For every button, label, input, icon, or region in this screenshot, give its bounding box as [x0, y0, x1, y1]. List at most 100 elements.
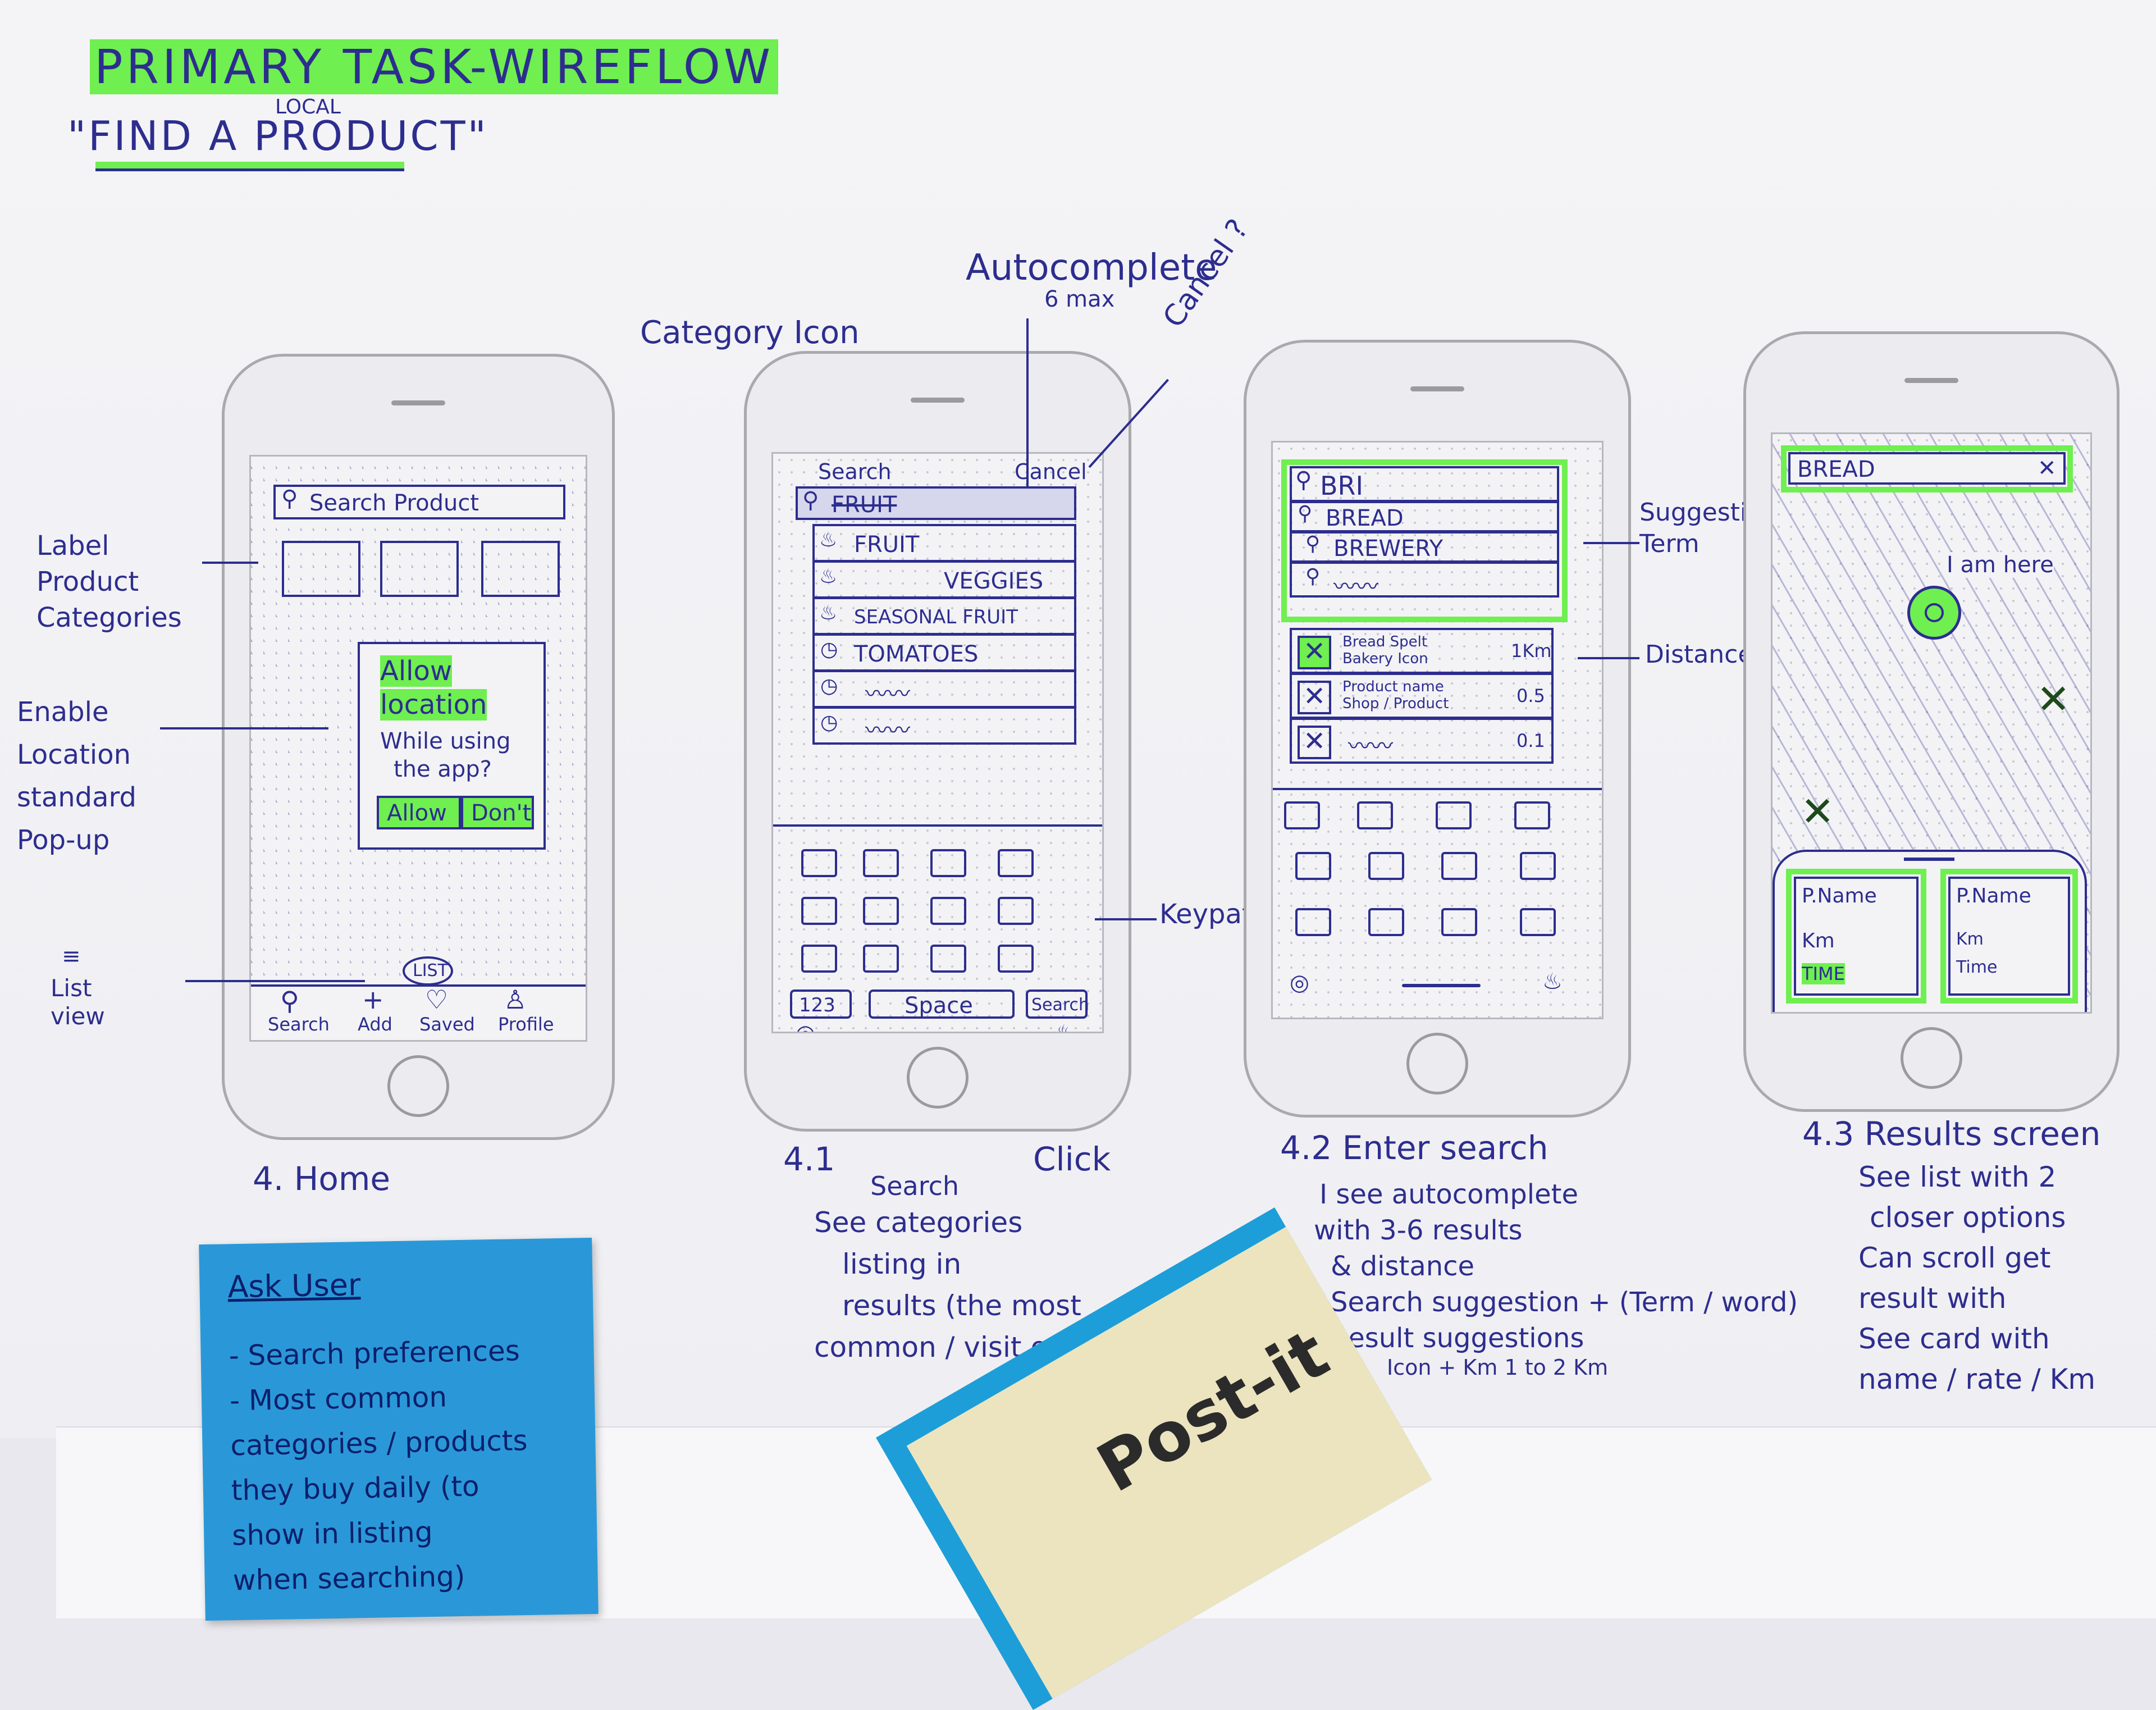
popup-allow-button[interactable]: Allow	[377, 796, 461, 829]
keyboard-key[interactable]	[1284, 801, 1320, 829]
scribble: 〰〰	[1348, 733, 1393, 759]
caption-click-search-line2: Search	[870, 1171, 960, 1201]
bullet-item: with 3-6 results	[1314, 1215, 1523, 1246]
list-item[interactable]: ♨ FRUIT	[812, 524, 1076, 562]
keyboard-key[interactable]	[930, 849, 966, 877]
annotation-suggestion-term: Suggestion Term	[1639, 498, 1778, 558]
keyboard-key[interactable]	[1441, 908, 1477, 936]
result-card-inner: P.Name Km Time	[1948, 877, 2070, 996]
phone-results: BREAD ✕ I am here ✕ ✕ P.Name Km TIME P.N…	[1743, 331, 2120, 1112]
keyboard-key[interactable]	[1520, 908, 1556, 936]
search-input[interactable]: BREAD ✕	[1788, 452, 2066, 485]
keyboard-key[interactable]	[801, 945, 837, 973]
title-task: "FIND A PRODUCT"	[67, 112, 488, 159]
category-tile-1[interactable]	[282, 541, 360, 597]
bullet-item: listing in	[842, 1248, 962, 1280]
search-bar[interactable]: ⚲ Search Product	[273, 485, 565, 519]
result-row[interactable]: ✕ 〰〰 0.1	[1290, 718, 1554, 764]
leaf-icon: ♨	[819, 565, 838, 588]
map-marker[interactable]: ✕	[1801, 788, 1835, 835]
screen-click-search: Search Cancel ⚲ FRUIT ♨ FRUIT ♨ VEGGIES …	[771, 452, 1104, 1033]
list-item[interactable]: ♨ SEASONAL FRUIT	[812, 597, 1076, 635]
category-tile-3[interactable]	[481, 541, 560, 597]
suggestion-item[interactable]: ⚲ BREWERY	[1290, 531, 1559, 563]
search-typed-text: BRI	[1320, 471, 1364, 501]
popup-line-3: While using	[380, 728, 511, 754]
bullet-item: & distance	[1331, 1251, 1475, 1282]
annotation-category-icon: Category Icon	[640, 314, 860, 351]
globe-icon[interactable]: ◎	[1290, 970, 1309, 996]
mic-icon[interactable]: ♨	[1542, 969, 1563, 995]
result-card[interactable]: P.Name Km TIME	[1786, 869, 1926, 1004]
list-item[interactable]: ◷ 〰〰	[812, 670, 1076, 708]
bullet-list: See list with 2 closer options Can scrol…	[1858, 1157, 2095, 1399]
key-numbers[interactable]: 123	[790, 989, 852, 1019]
scribble: 〰〰	[865, 718, 910, 744]
sheet-handle[interactable]	[1904, 858, 1954, 861]
keyboard-key[interactable]	[930, 945, 966, 973]
list-item[interactable]: ◷ 〰〰	[812, 706, 1076, 745]
bullet-item: See categories	[814, 1206, 1023, 1239]
annotation-arrow	[160, 727, 328, 729]
current-location-pin[interactable]	[1907, 586, 1961, 640]
keyboard-key[interactable]	[998, 945, 1034, 973]
list-view-button[interactable]: LIST	[403, 956, 453, 986]
keyboard-key[interactable]	[1295, 852, 1331, 880]
cancel-button[interactable]: Cancel	[1015, 459, 1087, 484]
keyboard-key[interactable]	[863, 849, 899, 877]
keyboard-key[interactable]	[1514, 801, 1550, 829]
keyboard-key[interactable]	[1357, 801, 1393, 829]
scribble: 〰〰	[865, 681, 910, 707]
sticky-line: when searching)	[232, 1559, 465, 1597]
category-tile-2[interactable]	[380, 541, 459, 597]
search-icon: ⚲	[1295, 467, 1312, 493]
home-button	[1406, 1033, 1468, 1095]
sticky-line: show in listing	[231, 1515, 433, 1552]
result-row[interactable]: ✕ Product name Shop / Product 0.5	[1290, 673, 1554, 719]
search-input[interactable]: ⚲ BRI	[1290, 466, 1559, 502]
bullet-item: Result suggestions	[1331, 1323, 1584, 1354]
home-button	[387, 1055, 449, 1117]
keyboard-key[interactable]	[1368, 908, 1404, 936]
list-item[interactable]: ◷ TOMATOES	[812, 633, 1076, 672]
search-input[interactable]: ⚲ FRUIT	[796, 486, 1076, 520]
caption-home: 4. Home	[253, 1160, 391, 1198]
keyboard-key[interactable]	[801, 849, 837, 877]
suggestion-item[interactable]: ⚲ BREAD	[1290, 501, 1559, 532]
mic-icon[interactable]: ♨	[1054, 1020, 1074, 1033]
keyboard-key[interactable]	[801, 897, 837, 925]
keyboard-key[interactable]	[863, 945, 899, 973]
leaf-icon: ♨	[819, 528, 838, 551]
clear-icon[interactable]: ✕	[2038, 455, 2057, 481]
image-placeholder-icon: ✕	[1303, 681, 1326, 712]
keyboard-key[interactable]	[1520, 852, 1556, 880]
keyboard-key[interactable]	[998, 897, 1034, 925]
suggestion-item[interactable]: ⚲ 〰〰	[1290, 562, 1559, 600]
card-name: P.Name	[1802, 884, 1877, 908]
keyboard-key[interactable]	[1368, 852, 1404, 880]
map-marker[interactable]: ✕	[2036, 676, 2071, 723]
keyboard-key[interactable]	[863, 897, 899, 925]
keyboard-key[interactable]	[998, 849, 1034, 877]
popup-line-2: location	[380, 689, 487, 721]
tab-profile-label: Profile	[498, 1014, 554, 1035]
search-icon: ⚲	[280, 986, 299, 1016]
keyboard-key[interactable]	[1295, 908, 1331, 936]
key-space[interactable]: Space	[869, 989, 1015, 1019]
bullet-list: I see autocomplete with 3-6 results & di…	[1314, 1177, 1798, 1379]
search-value: BREAD	[1797, 457, 1875, 482]
annotation-distance: Distance	[1645, 640, 1753, 669]
keyboard-key[interactable]	[930, 897, 966, 925]
key-search[interactable]: Search	[1026, 989, 1089, 1019]
result-distance: 0.5	[1516, 685, 1545, 706]
result-card[interactable]: P.Name Km Time	[1940, 869, 2078, 1004]
keyboard-key[interactable]	[1436, 801, 1472, 829]
keyboard-key[interactable]	[1441, 852, 1477, 880]
globe-icon[interactable]: ◎	[796, 1020, 815, 1033]
popup-dont-button[interactable]: Don't	[461, 796, 534, 829]
result-row[interactable]: ✕ Bread Spelt Bakery Icon 1Km	[1290, 628, 1554, 674]
list-item[interactable]: ♨ VEGGIES	[812, 560, 1076, 599]
clock-icon: ◷	[820, 674, 838, 697]
search-icon: ⚲	[281, 486, 298, 512]
card-time: Time	[1956, 957, 1998, 977]
